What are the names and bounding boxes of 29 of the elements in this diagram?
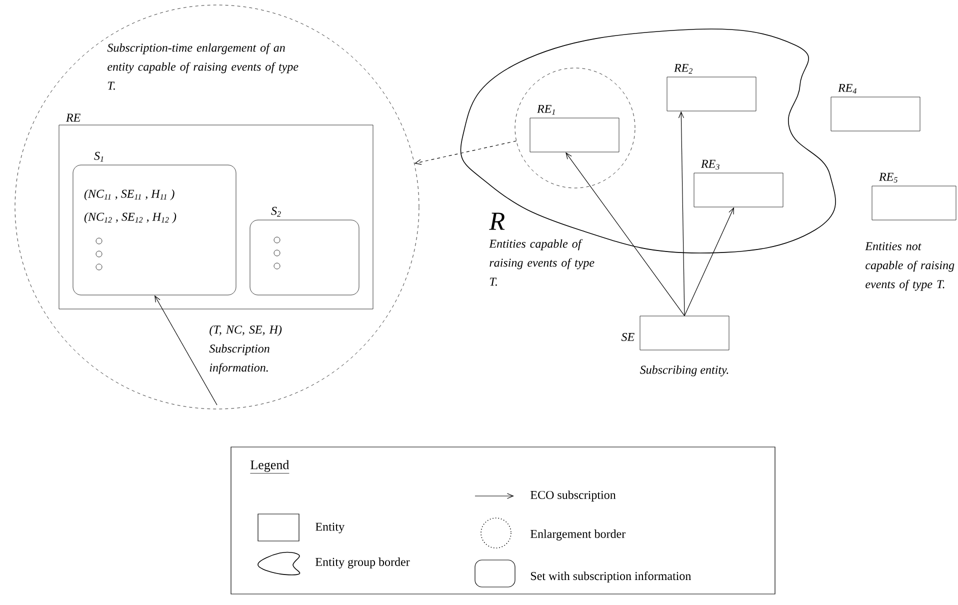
- arrow: [684, 207, 734, 316]
- circle-text: Subscription-time enlargement of an entity capable of raising events of type T.: [107, 43, 298, 90]
- entity-label: RE$_{3}$: [700, 160, 720, 170]
- entity-caption: Subscribing entity.: [640, 365, 728, 376]
- tuple-text: (NC$_{11}$ , SE$_{11}$ , H$_{11}$ ): [84, 189, 174, 200]
- entity-label: SE: [621, 332, 634, 342]
- group-letter: R: [489, 212, 505, 230]
- arrow: [566, 152, 685, 316]
- legend-title: Legend: [250, 460, 290, 474]
- group-caption: Entities capable of raising events of type T.: [489, 239, 594, 286]
- arrow: [414, 140, 517, 165]
- legend-text: Entity: [316, 522, 344, 534]
- tuple-text: (NC$_{12}$ , SE$_{12}$ , H$_{12}$ ): [84, 212, 176, 224]
- legend-text: Enlargement border: [530, 530, 626, 540]
- entity-label: RE: [66, 114, 80, 122]
- note-text: Entities not capable of raising events of type T.: [865, 242, 954, 291]
- entity-label: RE$_{1}$: [536, 104, 555, 115]
- legend-text: Set with subscription information: [531, 572, 692, 582]
- entity-label: RE$_{2}$: [674, 64, 692, 74]
- enlargement-circle: [514, 68, 636, 188]
- set-label: S$_{2}$: [271, 206, 281, 217]
- arrow: [678, 111, 685, 316]
- entity-label: RE$_{4}$: [838, 84, 856, 94]
- legend-text: ECO subscription: [530, 490, 616, 502]
- legend-text: Entity group border: [316, 558, 410, 568]
- note-text: (T, NC, SE, H) Subscription information.: [209, 325, 282, 374]
- entity-label: RE$_{5}$: [878, 172, 898, 183]
- arrow: [154, 295, 218, 406]
- set-label: S$_{1}$: [94, 152, 104, 162]
